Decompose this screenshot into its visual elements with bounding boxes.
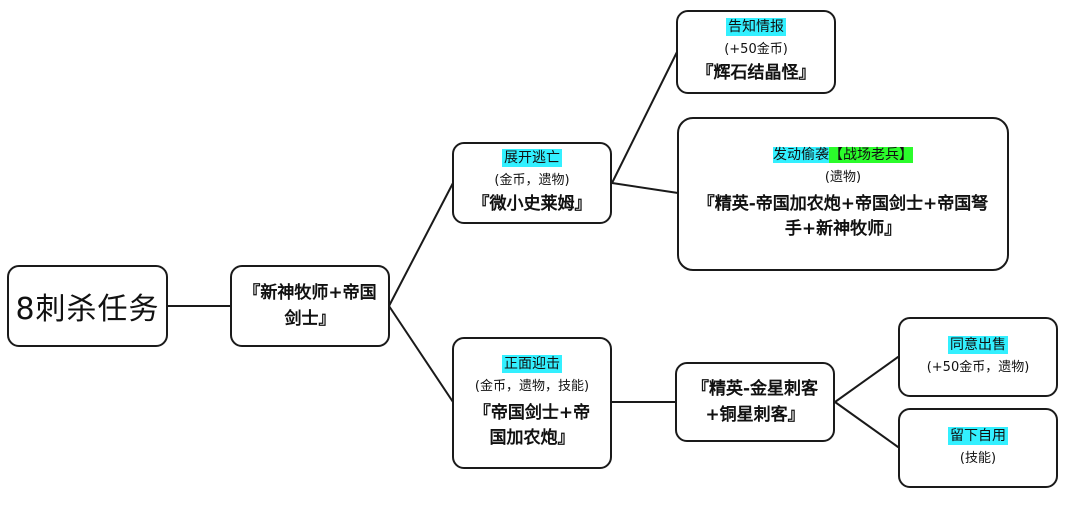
sneak-node[interactable]: 发动偷袭【战场老兵】 (遗物) 『精英-帝国加农炮+帝国剑士+帝国弩手+新神牧师… <box>677 117 1009 271</box>
edge-escape-sneak <box>611 182 679 194</box>
escape-enemy: 『微小史莱姆』 <box>472 194 592 214</box>
front-node[interactable]: 正面迎击 (金币，遗物，技能) 『帝国剑士+帝国加农炮』 <box>452 337 612 469</box>
sneak-title: 发动偷袭 <box>773 147 829 163</box>
sell-title: 同意出售 <box>948 336 1008 354</box>
report-enemy: 『辉石结晶怪』 <box>696 63 816 83</box>
report-title: 告知情报 <box>726 18 786 36</box>
edge-elite-sell <box>834 356 899 403</box>
root-node[interactable]: 8刺杀任务 <box>7 265 168 347</box>
sneak-enemy: 『精英-帝国加农炮+帝国剑士+帝国弩手+新神牧师』 <box>697 194 989 239</box>
root-label: 8刺杀任务 <box>15 292 160 327</box>
report-reward: (+50金币) <box>724 42 788 57</box>
front-enemy: 『帝国剑士+帝国加农炮』 <box>473 403 591 448</box>
sneak-title-row: 发动偷袭【战场老兵】 <box>773 146 913 164</box>
edge-first-escape <box>388 182 454 307</box>
escape-title: 展开逃亡 <box>502 149 562 167</box>
edge-elite-keep <box>834 401 899 448</box>
escape-reward: (金币，遗物) <box>494 173 570 188</box>
sneak-tag: 【战场老兵】 <box>829 147 913 163</box>
keep-reward: (技能) <box>959 451 997 466</box>
front-reward: (金币，遗物，技能) <box>474 379 590 394</box>
escape-node[interactable]: 展开逃亡 (金币，遗物) 『微小史莱姆』 <box>452 142 612 224</box>
keep-title: 留下自用 <box>948 427 1008 445</box>
sell-reward: (+50金币，遗物) <box>926 360 1030 375</box>
elite-node[interactable]: 『精英-金星刺客+铜星刺客』 <box>675 362 835 442</box>
edge-escape-report <box>611 51 678 184</box>
first-encounter-node[interactable]: 『新神牧师+帝国剑士』 <box>230 265 390 347</box>
first-encounter-enemy: 『新神牧师+帝国剑士』 <box>243 283 377 329</box>
keep-node[interactable]: 留下自用 (技能) <box>898 408 1058 488</box>
elite-enemy: 『精英-金星刺客+铜星刺客』 <box>691 379 819 425</box>
sneak-reward: (遗物) <box>824 170 862 185</box>
sell-node[interactable]: 同意出售 (+50金币，遗物) <box>898 317 1058 397</box>
edge-first-front <box>388 305 454 403</box>
front-title: 正面迎击 <box>502 355 562 373</box>
report-node[interactable]: 告知情报 (+50金币) 『辉石结晶怪』 <box>676 10 836 94</box>
